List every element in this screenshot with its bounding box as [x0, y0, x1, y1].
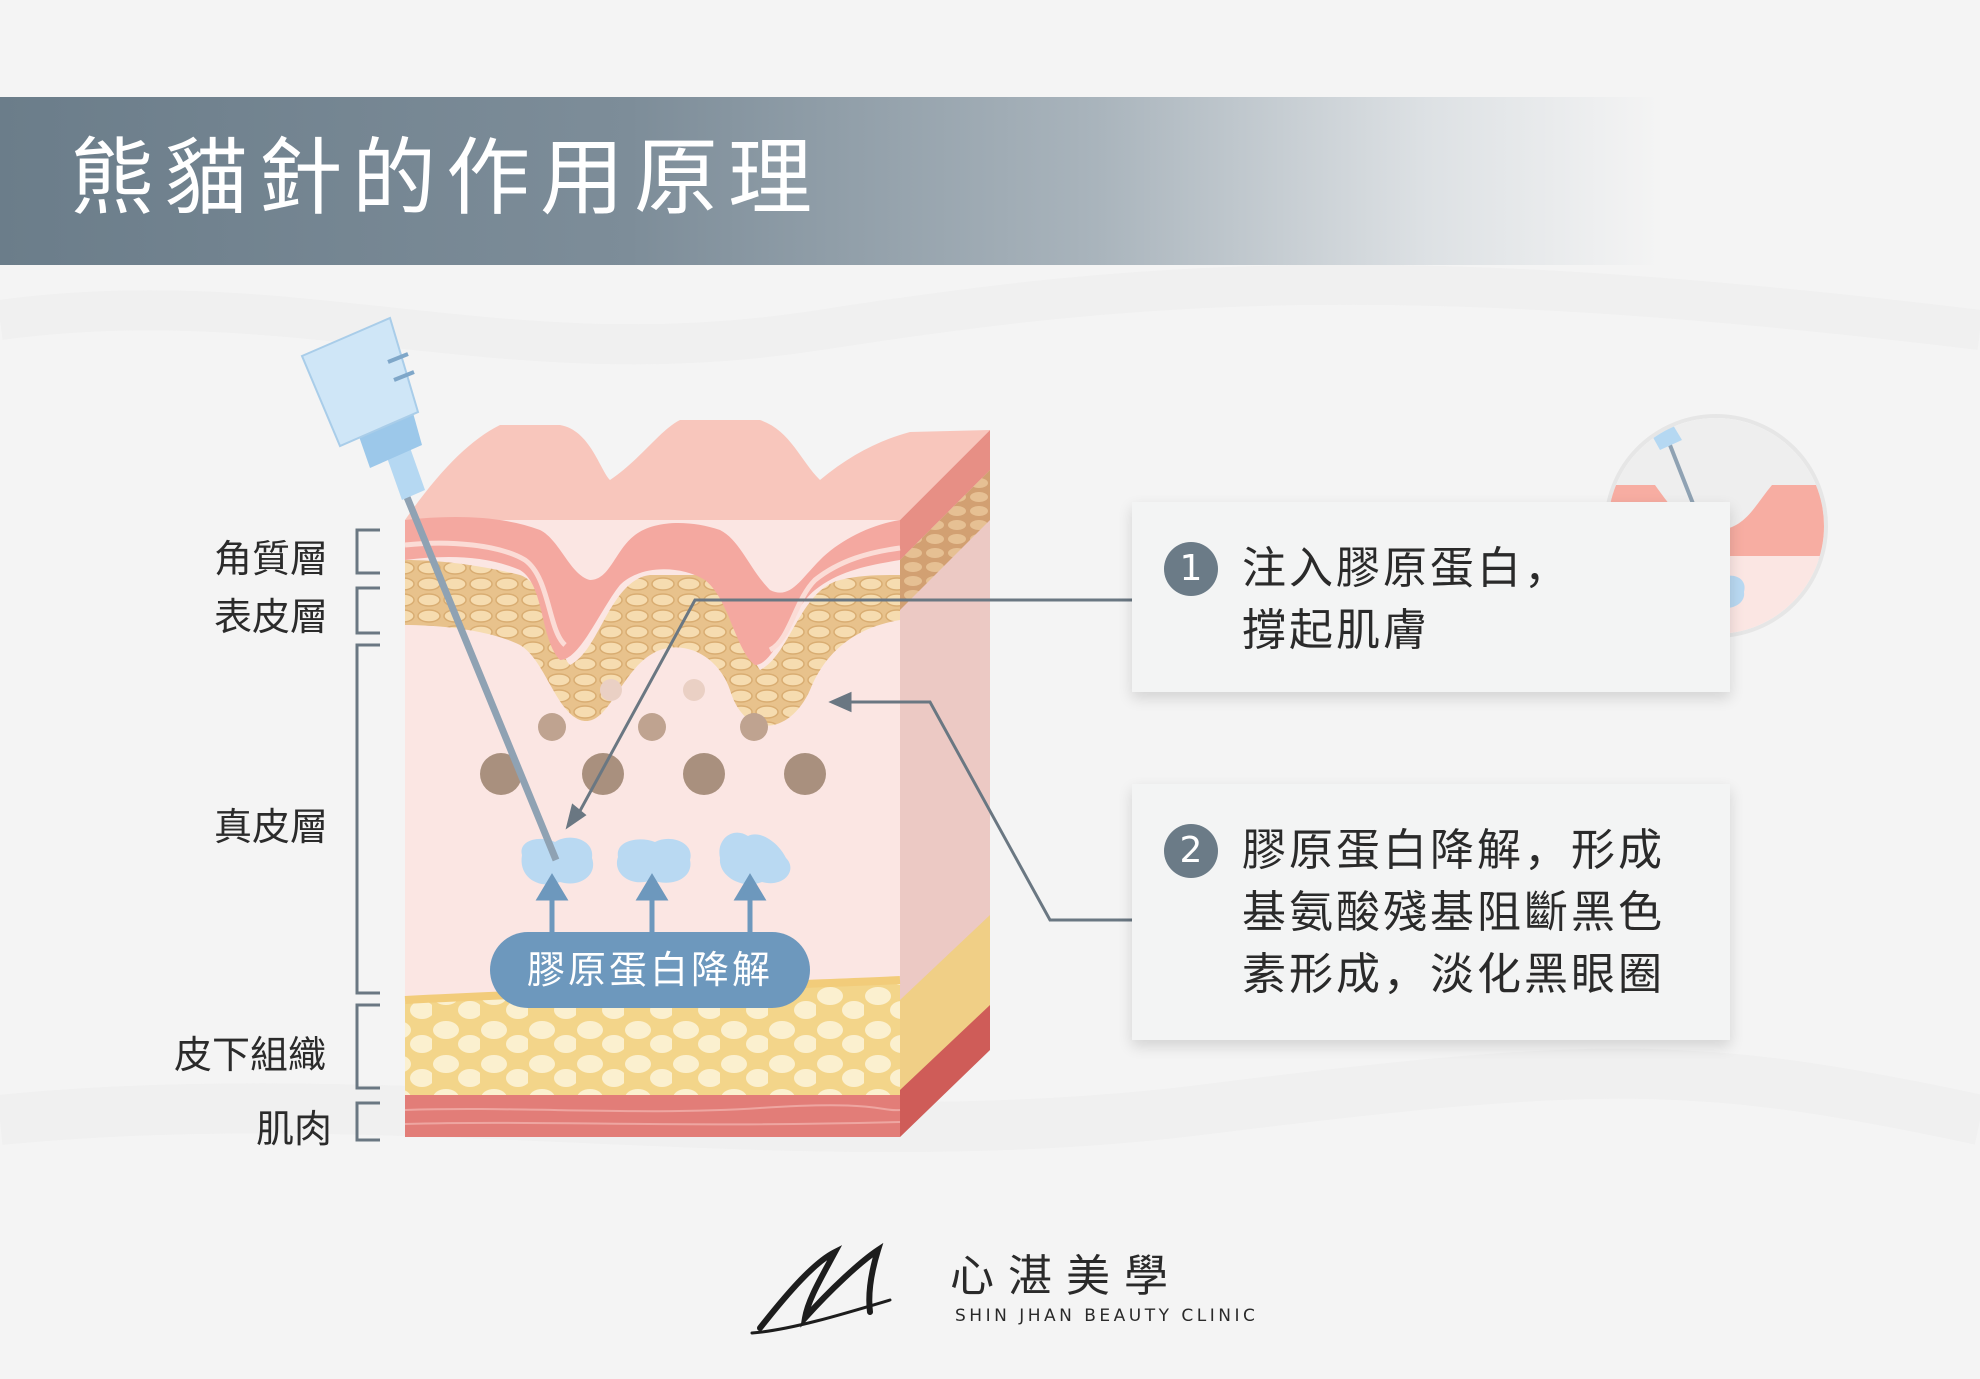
pigment-dot	[683, 679, 705, 701]
label-subcutaneous: 皮下組織	[174, 1033, 327, 1077]
callout-1-line-2: 撐起肌膚	[1242, 605, 1430, 656]
side-skin-top	[900, 430, 990, 560]
upward-arrows	[535, 873, 767, 935]
pigment-dot	[683, 753, 725, 795]
pigment-dot	[600, 679, 622, 701]
syringe-icon	[300, 316, 560, 862]
brand-name-cn: 心湛美學	[950, 1251, 1182, 1302]
label-dermis: 真皮層	[214, 805, 329, 849]
label-stratum-corneum: 角質層	[214, 537, 329, 581]
label-muscle: 肌肉	[256, 1107, 333, 1151]
callout-2: 2 膠原蛋白降解，形成 基氨酸殘基阻斷黑色 素形成，淡化黑眼圈	[1132, 784, 1730, 1040]
brand-name-en: SHIN JHAN BEAUTY CLINIC	[955, 1306, 1259, 1326]
callout-2-line-2: 基氨酸殘基阻斷黑色	[1242, 887, 1665, 938]
filler-blob	[616, 838, 691, 883]
title-band	[0, 97, 1660, 265]
pigment-dot	[480, 753, 522, 795]
stratum-corneum-layer	[405, 517, 900, 665]
filler-blob	[719, 832, 791, 885]
layer-brackets	[355, 528, 380, 1142]
epidermis-band	[405, 560, 900, 726]
pigment-dot	[582, 753, 624, 795]
leader-lines	[565, 598, 1132, 922]
callout-1-line-1: 注入膠原蛋白，	[1242, 543, 1571, 594]
page-title: 熊貓針的作用原理	[70, 129, 823, 227]
side-muscle	[900, 1005, 990, 1137]
callout-1: 1 注入膠原蛋白， 撐起肌膚	[1132, 502, 1730, 692]
side-fat	[900, 915, 990, 1105]
label-epidermis: 表皮層	[214, 595, 329, 639]
skin-top-surface	[405, 420, 990, 520]
fat-layer	[405, 980, 900, 1100]
step-2-badge: 2	[1164, 824, 1218, 878]
step-1-badge: 1	[1164, 542, 1218, 596]
pigment-dot	[784, 753, 826, 795]
pigment-dot	[538, 713, 566, 741]
pigment-dot	[638, 713, 666, 741]
collagen-degradation-pill: 膠原蛋白降解	[490, 932, 810, 1008]
callout-2-line-1: 膠原蛋白降解，形成	[1242, 825, 1665, 876]
brand-logo-icon	[750, 1242, 892, 1335]
surface-highlight	[404, 540, 901, 653]
muscle-layer	[405, 1095, 900, 1137]
filler-blob	[521, 837, 594, 885]
pigment-dot	[740, 713, 768, 741]
callout-2-line-3: 素形成，淡化黑眼圈	[1242, 949, 1665, 1000]
side-epidermis	[900, 470, 990, 610]
